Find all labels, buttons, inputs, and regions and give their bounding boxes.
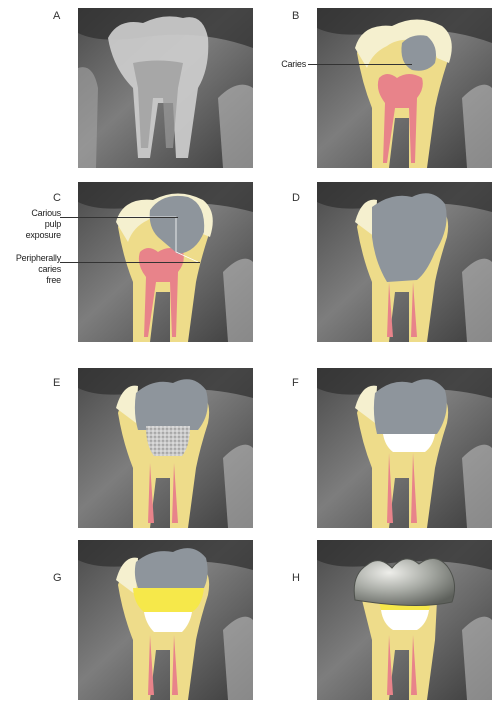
carious-pulp-exposure-line-1: Carious: [3, 208, 61, 219]
caries-lesion: [401, 35, 436, 70]
panel-e-medicament: [78, 368, 253, 528]
carious-pulp-exposure-line-2: pulp: [3, 219, 61, 230]
panel-letter-e: E: [53, 377, 60, 389]
peripherally-caries-free-line-3: free: [3, 275, 61, 286]
carious-pulp-exposure-line-3: exposure: [3, 230, 61, 241]
peripherally-caries-free-label: Peripherally caries free: [3, 253, 61, 286]
panel-a-radiograph: [78, 8, 253, 168]
panel-letter-f: F: [292, 377, 299, 389]
panel-letter-c: C: [53, 192, 61, 204]
caries-label: Caries: [276, 59, 306, 70]
panel-letter-d: D: [292, 192, 300, 204]
carious-pulp-exposure-leader: [60, 217, 178, 218]
peripherally-caries-free-line-2: caries: [3, 264, 61, 275]
panel-letter-b: B: [292, 10, 299, 22]
panel-d-excavation: [317, 182, 492, 342]
panel-letter-h: H: [292, 572, 300, 584]
steel-crown: [354, 558, 454, 605]
peripherally-caries-free-leader: [60, 262, 200, 263]
crown-restoration: [135, 379, 208, 430]
panel-f-base: [317, 368, 492, 528]
panel-b-caries: [317, 8, 492, 168]
caries-leader-line: [308, 64, 412, 65]
base-material: [383, 434, 435, 452]
panel-letter-g: G: [53, 572, 62, 584]
peripherally-caries-free-line-1: Peripherally: [3, 253, 61, 264]
liner-layer: [133, 588, 204, 612]
medicament-pellet: [146, 426, 190, 456]
panel-h-crown: [317, 540, 492, 700]
panel-g-liner: [78, 540, 253, 700]
carious-pulp-exposure-label: Carious pulp exposure: [3, 208, 61, 241]
panel-letter-a: A: [53, 10, 60, 22]
